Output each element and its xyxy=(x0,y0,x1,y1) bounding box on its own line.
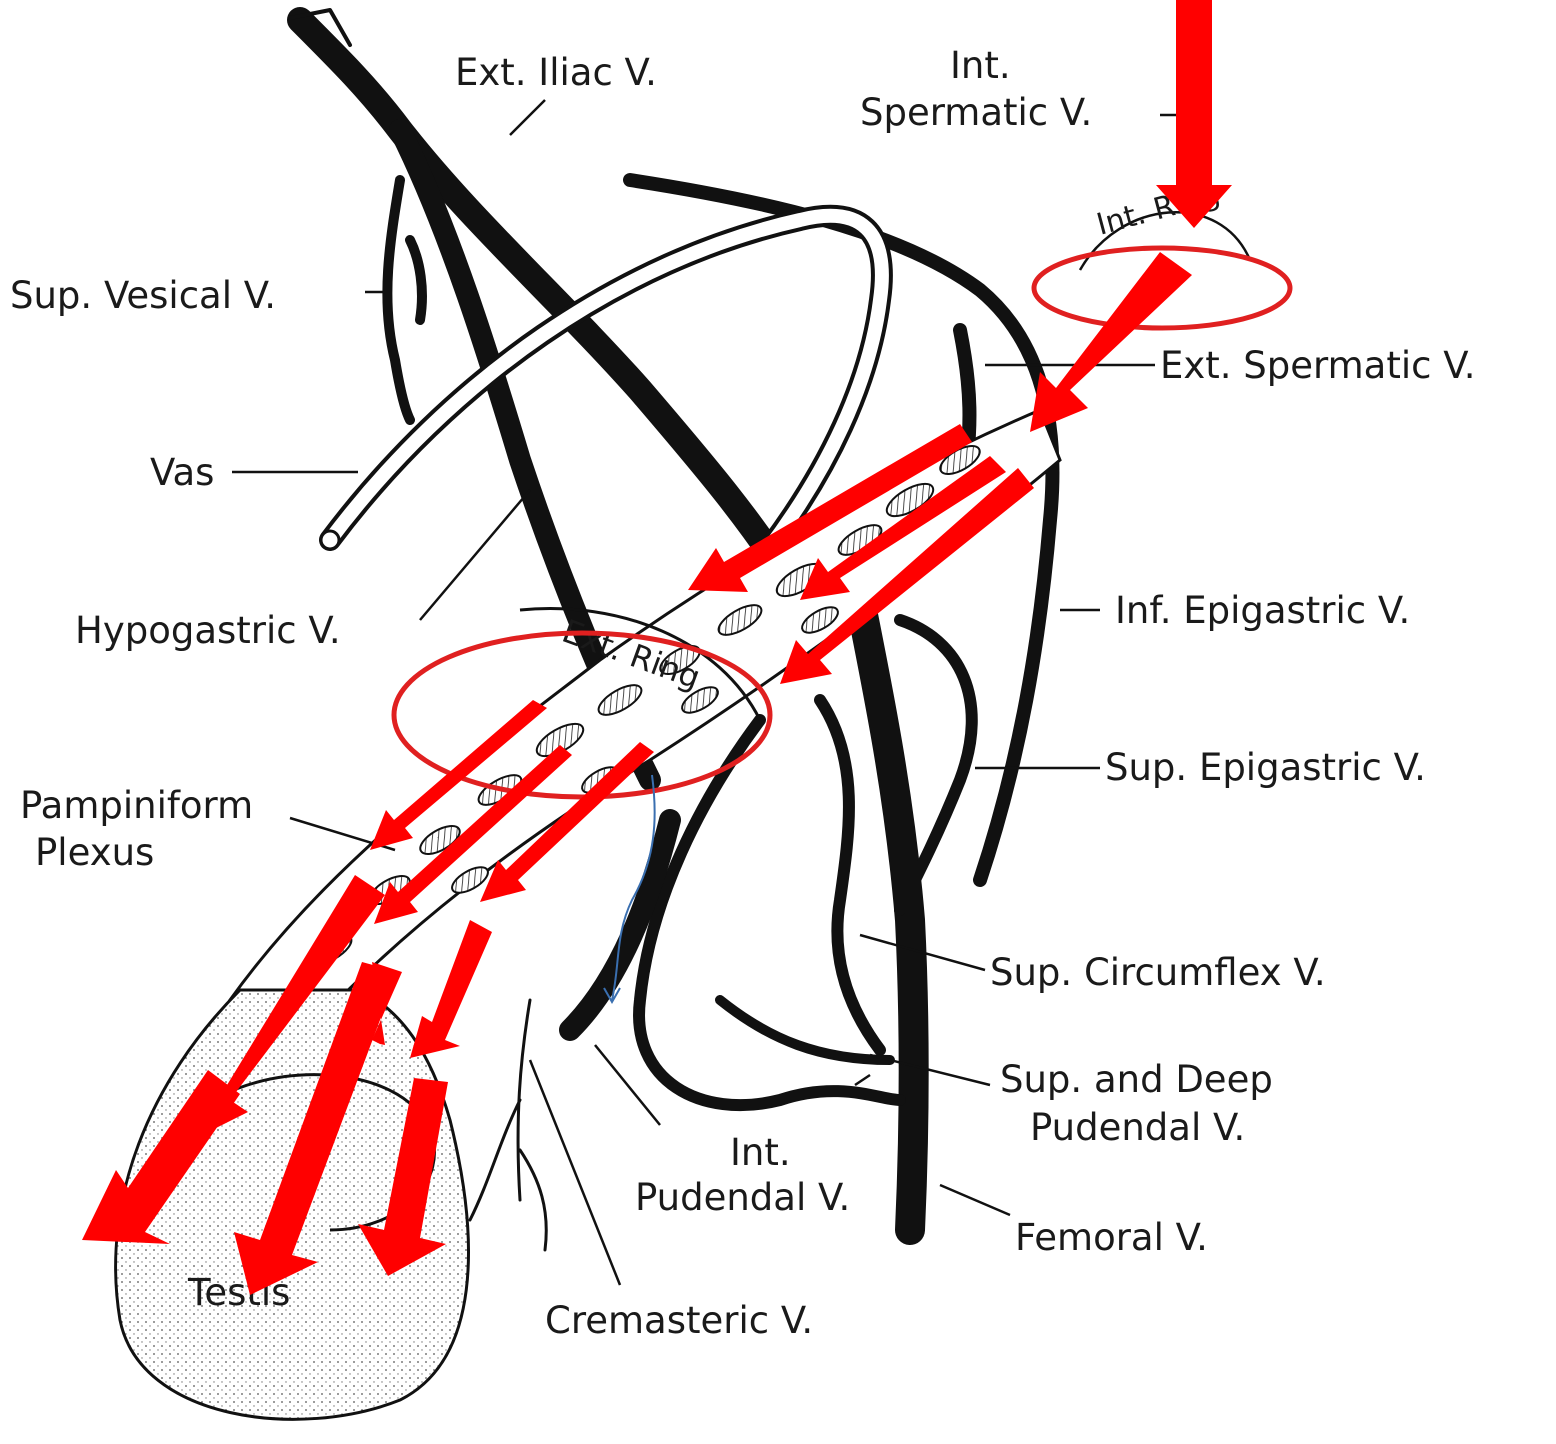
label-ext-iliac: Ext. Iliac V. xyxy=(455,51,657,94)
label-int-pudendal-2: Pudendal V. xyxy=(635,1176,850,1219)
sup-vesical-vein xyxy=(387,180,410,420)
femoral-vein xyxy=(860,600,914,1230)
label-femoral: Femoral V. xyxy=(1015,1216,1208,1259)
label-int-spermatic-1: Int. xyxy=(950,44,1011,87)
flow-arrow xyxy=(1030,252,1192,432)
label-pampiniform-2: Plexus xyxy=(35,831,154,874)
label-int-pudendal-1: Int. xyxy=(730,1131,791,1174)
label-sup-vesical: Sup. Vesical V. xyxy=(10,274,276,317)
flow-arrow xyxy=(410,920,492,1058)
sup-circumflex-vein xyxy=(820,700,880,1050)
label-vas: Vas xyxy=(150,451,214,494)
cremasteric-branches xyxy=(470,1000,546,1250)
ext-iliac-vein xyxy=(300,20,800,600)
label-int-spermatic-2: Spermatic V. xyxy=(860,91,1092,134)
label-inf-epigastric: Inf. Epigastric V. xyxy=(1115,589,1410,632)
pudendal-loops xyxy=(639,720,900,1105)
label-cremasteric: Cremasteric V. xyxy=(545,1299,813,1342)
label-sup-deep-pudendal-1: Sup. and Deep xyxy=(1000,1058,1273,1101)
label-hypogastric: Hypogastric V. xyxy=(75,609,341,652)
label-sup-epigastric: Sup. Epigastric V. xyxy=(1105,746,1426,789)
label-ext-spermatic: Ext. Spermatic V. xyxy=(1160,344,1476,387)
label-sup-circumflex: Sup. Circumflex V. xyxy=(990,951,1326,994)
label-pampiniform-1: Pampiniform xyxy=(20,784,253,827)
label-sup-deep-pudendal-2: Pudendal V. xyxy=(1030,1106,1245,1149)
